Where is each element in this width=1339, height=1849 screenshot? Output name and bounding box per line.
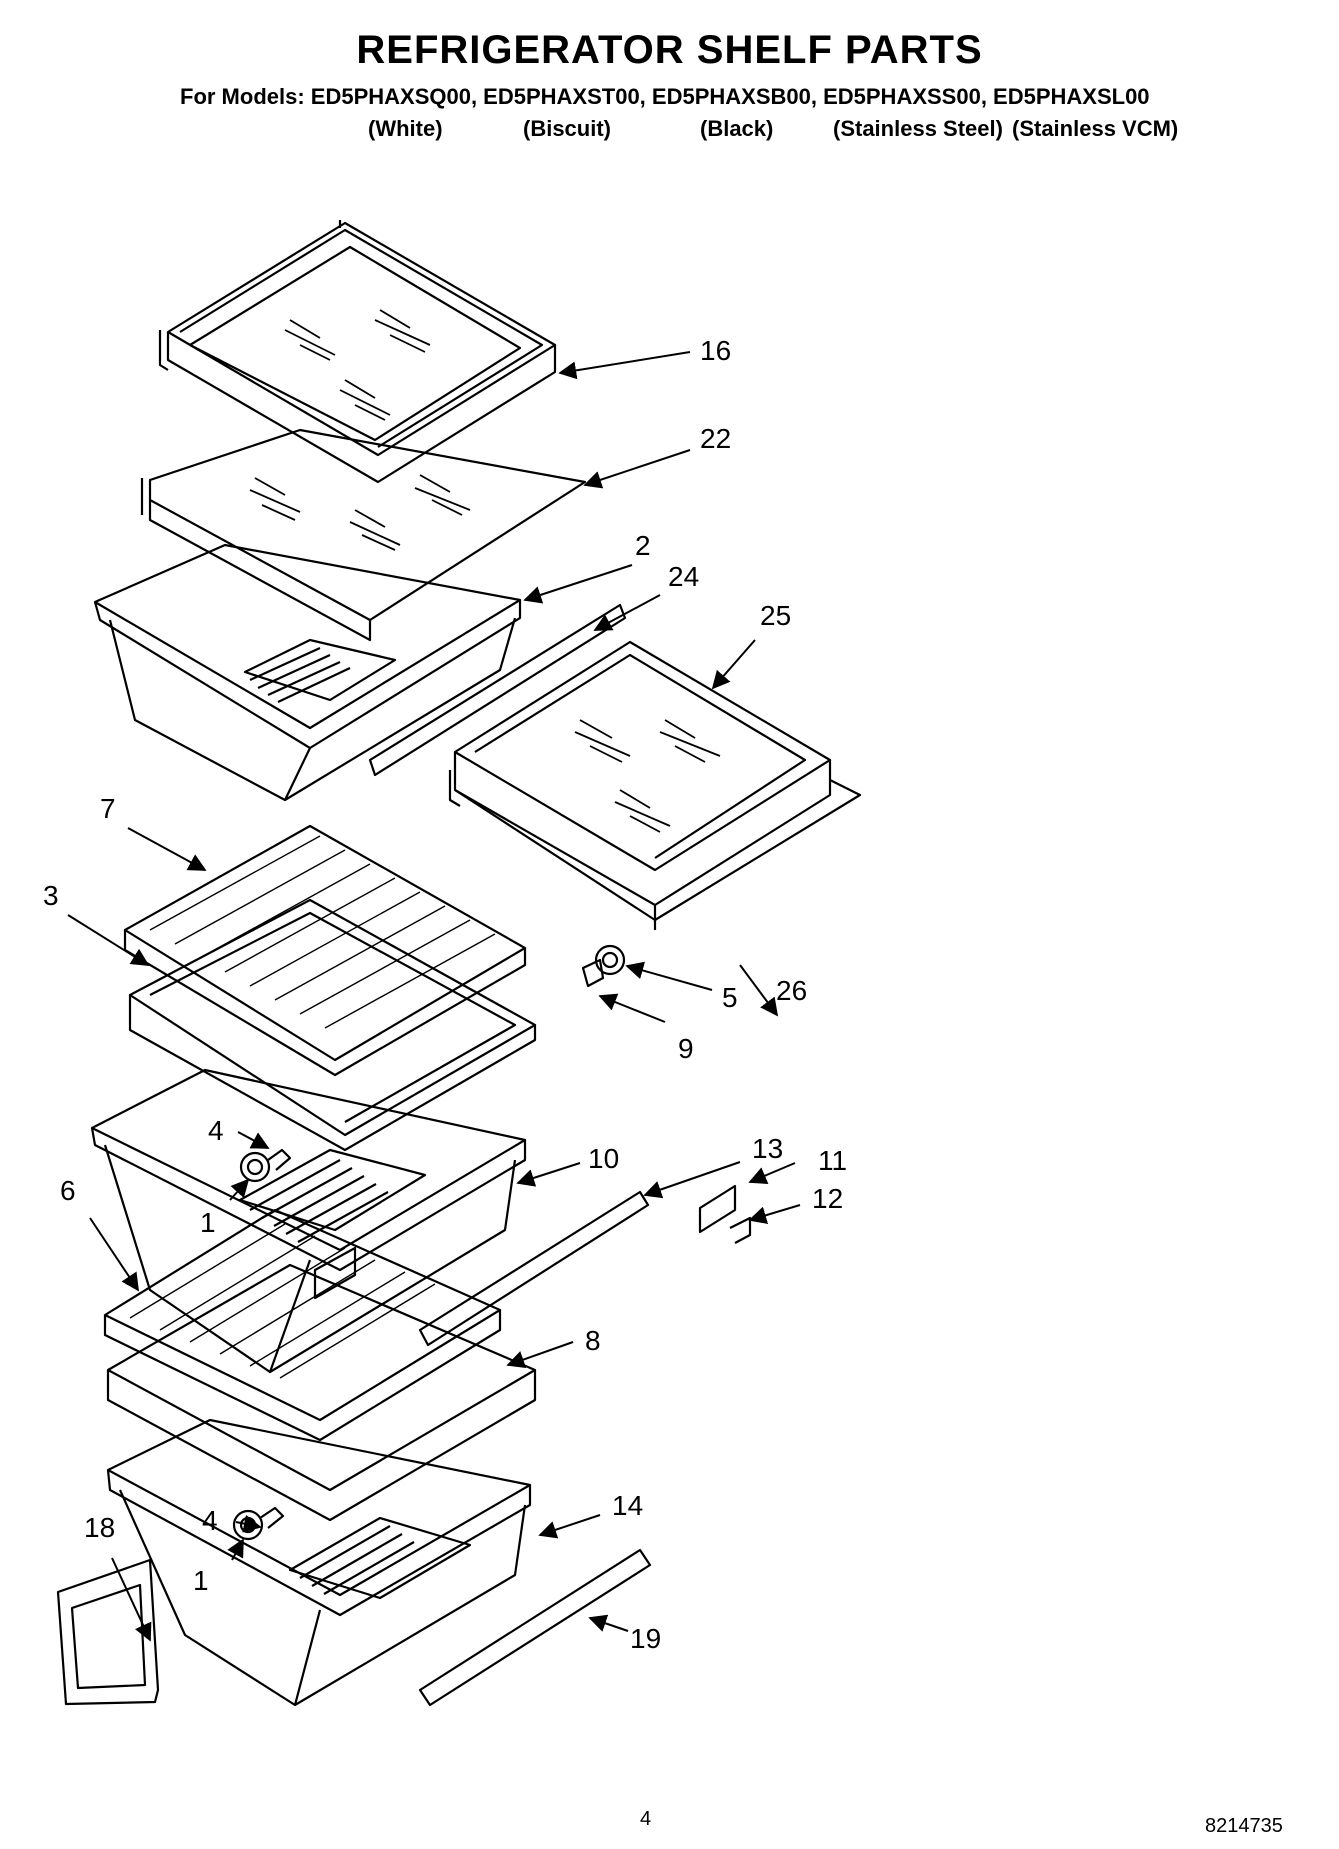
shelf-25-26: [448, 640, 862, 930]
callout-26: 26: [776, 975, 807, 1006]
document-number: 8214735: [1205, 1815, 1283, 1837]
variant-stainless-steel: (Stainless Steel): [833, 116, 1003, 141]
crisper-drawer-10: [90, 1068, 752, 1374]
shelf-7: [123, 824, 527, 1077]
variant-black: (Black): [700, 116, 774, 141]
callout-10: 10: [588, 1143, 619, 1174]
small-parts-5-9: [581, 944, 626, 988]
crisper-drawer-14: [56, 1418, 652, 1707]
callout-5: 5: [722, 982, 738, 1013]
leader-lines: [67, 351, 801, 1642]
variant-biscuit: (Biscuit): [523, 116, 611, 141]
variant-white: (White): [368, 116, 443, 141]
page-number: 4: [640, 1808, 652, 1830]
callout-2: 2: [635, 530, 651, 561]
callout-1-upper: 1: [200, 1207, 216, 1238]
callout-19: 19: [630, 1623, 661, 1654]
variant-stainless-vcm: (Stainless VCM): [1012, 116, 1179, 141]
callout-4-upper: 4: [208, 1115, 224, 1146]
callout-8: 8: [585, 1325, 601, 1356]
upper-crisper-bin: [93, 543, 627, 802]
callout-1-lower: 1: [193, 1565, 209, 1596]
callout-12: 12: [812, 1183, 843, 1214]
callout-22: 22: [700, 423, 731, 454]
callout-7: 7: [100, 793, 116, 824]
callouts: 16 22 2 24 25 7 3 5 26 9 4 10 13 11 12 1…: [43, 335, 847, 1654]
callout-9: 9: [678, 1033, 694, 1064]
shelf-frame-3: [128, 898, 537, 1152]
models-line: For Models: ED5PHAXSQ00, ED5PHAXST00, ED…: [180, 84, 1150, 109]
shelf-16: [158, 220, 557, 484]
shelf-22: [140, 428, 587, 642]
callout-4-lower: 4: [202, 1505, 218, 1536]
callout-16: 16: [700, 335, 731, 366]
callout-3: 3: [43, 880, 59, 911]
callout-24: 24: [668, 561, 699, 592]
callout-25: 25: [760, 600, 791, 631]
callout-11: 11: [818, 1145, 847, 1176]
callout-14: 14: [612, 1490, 643, 1521]
shelf-6-8: [103, 1208, 537, 1522]
callout-6: 6: [60, 1175, 76, 1206]
callout-13: 13: [752, 1133, 783, 1164]
callout-18: 18: [84, 1512, 115, 1543]
page-title: REFRIGERATOR SHELF PARTS: [356, 28, 983, 72]
